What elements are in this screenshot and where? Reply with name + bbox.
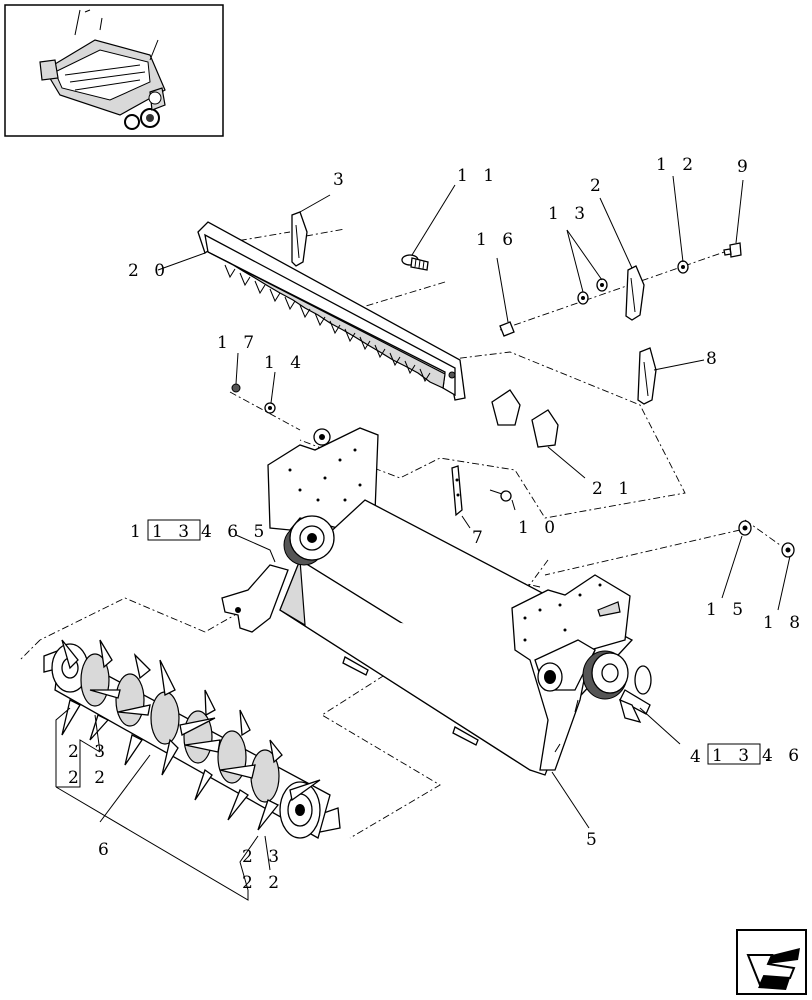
leader-lines xyxy=(55,175,791,901)
washer-15[interactable] xyxy=(738,520,752,536)
callout-17: 1 7 xyxy=(217,333,259,353)
ref-1-tail: 4 6 5 xyxy=(201,522,269,542)
guide-plates-21[interactable] xyxy=(491,389,559,448)
callout-4: 4 xyxy=(690,747,706,767)
callout-7: 7 xyxy=(472,528,488,548)
washers-13[interactable] xyxy=(577,278,608,305)
callout-9: 9 xyxy=(737,157,753,177)
nut-18[interactable] xyxy=(781,542,795,558)
callout-20: 2 0 xyxy=(128,261,170,281)
callout-15: 1 5 xyxy=(706,600,748,620)
callout-13: 1 3 xyxy=(548,204,590,224)
rail-bar[interactable] xyxy=(197,221,466,401)
scraper-plate-8[interactable] xyxy=(637,347,657,405)
bolt-9[interactable] xyxy=(723,242,742,258)
callout-16: 1 6 xyxy=(476,230,518,250)
callout-10: 1 0 xyxy=(518,518,560,538)
bolt-11[interactable] xyxy=(401,254,429,271)
ref-4-tail: 4 6 0 xyxy=(762,746,812,766)
callout-23a: 2 3 xyxy=(68,742,110,762)
cross-reference-4[interactable]: 4 1 3 . 4 6 0 xyxy=(690,743,812,767)
callout-22b: 2 2 xyxy=(242,873,284,893)
callout-6: 6 xyxy=(98,840,114,860)
rotor-housing[interactable] xyxy=(221,427,652,776)
callout-22a: 2 2 xyxy=(68,768,110,788)
callout-1: 1 xyxy=(130,522,146,542)
callouts: 3 1 1 1 2 9 2 1 3 1 6 2 0 1 7 1 4 8 2 1 … xyxy=(68,155,805,893)
rotor-assembly[interactable] xyxy=(43,639,341,839)
cross-reference-1[interactable]: 1 1 3 . 4 6 5 xyxy=(130,519,269,542)
washer-14[interactable] xyxy=(264,402,276,414)
callout-3: 3 xyxy=(333,170,349,190)
machine-overview-thumbnail[interactable] xyxy=(4,4,224,137)
callout-11: 1 1 xyxy=(457,166,499,186)
navigation-arrow-icon[interactable] xyxy=(736,929,807,995)
callout-21: 2 1 xyxy=(592,479,634,499)
washer-12[interactable] xyxy=(677,260,689,274)
callout-23b: 2 3 xyxy=(242,847,284,867)
ref-1-box-text: 1 3 . xyxy=(152,522,215,542)
nut-17[interactable] xyxy=(231,383,241,393)
callout-12: 1 2 xyxy=(656,155,698,175)
scraper-plate-3[interactable] xyxy=(291,211,308,267)
callout-5: 5 xyxy=(586,830,602,850)
scraper-plate-2[interactable] xyxy=(625,265,645,321)
bracket-7[interactable] xyxy=(451,465,463,517)
callout-8: 8 xyxy=(706,349,722,369)
ref-4-box-text: 1 3 . xyxy=(712,746,775,766)
callout-14: 1 4 xyxy=(264,353,306,373)
nut-16[interactable] xyxy=(499,321,515,337)
callout-18: 1 8 xyxy=(763,613,805,633)
bolt-10[interactable] xyxy=(489,489,512,502)
callout-2: 2 xyxy=(590,176,606,196)
